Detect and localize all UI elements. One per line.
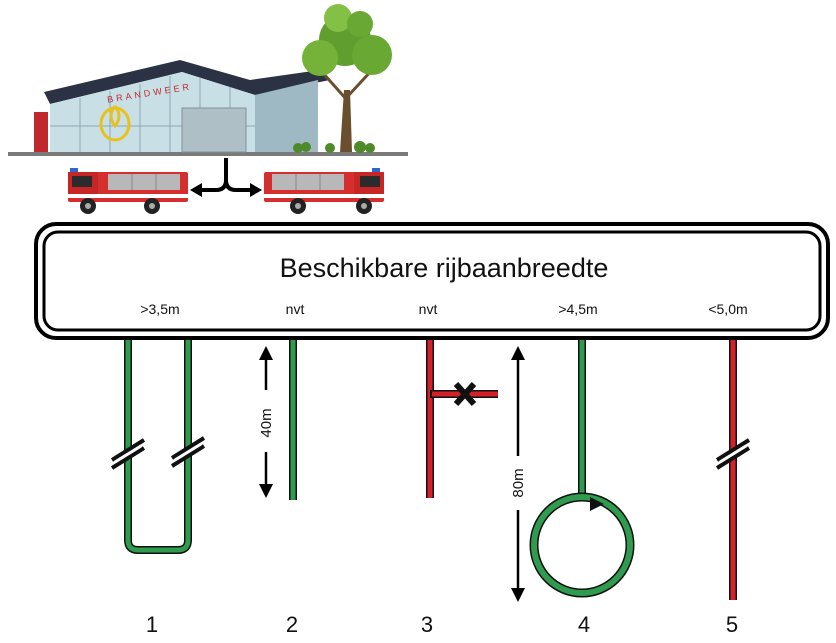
road-width-4: >4,5m [558, 301, 597, 317]
length-label-80m: 80m [510, 468, 527, 497]
shrub-icon [293, 141, 375, 153]
scenario-number-4: 4 [578, 612, 590, 637]
fire-emblem-icon [99, 105, 131, 142]
blocked-cross-icon [453, 381, 477, 407]
fire-truck-right-icon [264, 168, 384, 214]
break-mark-icon [110, 438, 146, 470]
tree-icon [302, 4, 392, 152]
road-width-2: nvt [286, 301, 305, 317]
circle-direction-arrow-icon [590, 497, 604, 511]
exit-direction-arrow-icon [190, 158, 262, 197]
scenario-number-5: 5 [726, 612, 738, 637]
scenario-4-route [529, 340, 635, 598]
scenario-number-1: 1 [146, 612, 158, 637]
road-box [34, 222, 830, 340]
fire-truck-left-icon [68, 168, 188, 214]
length-arrow-80m [511, 346, 525, 602]
break-mark-icon [170, 436, 206, 468]
road-width-5: <5,0m [708, 301, 747, 317]
scenario-number-2: 2 [286, 612, 298, 637]
scenario-5-route [715, 340, 751, 600]
fire-station-illustration: BRANDWEER [8, 4, 408, 156]
road-width-3: nvt [419, 301, 438, 317]
scenario-1-route [110, 340, 206, 554]
length-label-40m: 40m [258, 408, 275, 437]
length-arrow-40m [259, 346, 273, 498]
scenario-3-route [426, 340, 498, 498]
road-width-1: >3,5m [140, 301, 179, 317]
road-title: Beschikbare rijbaanbreedte [280, 253, 609, 283]
break-mark-icon [715, 438, 751, 470]
scenario-number-3: 3 [421, 612, 433, 637]
